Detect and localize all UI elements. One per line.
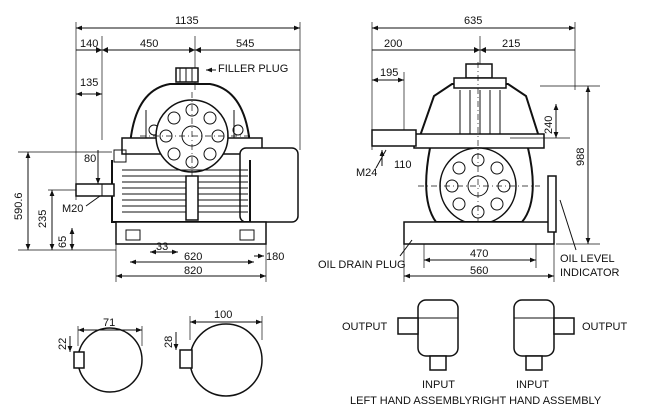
dim-180: 180 [266,251,284,263]
dim-195: 195 [380,67,398,79]
dim-240: 240 [543,116,555,134]
dim-560: 560 [470,265,488,277]
lh-output-label: OUTPUT [342,321,388,333]
dim-200: 200 [384,38,402,50]
dim-m20: M20 [62,203,83,215]
dim-110: 110 [394,159,412,171]
lh-input-label: INPUT [422,379,455,391]
dim-65: 65 [57,236,69,248]
oil-level-label-2: INDICATOR [560,267,620,279]
dim-m24: M24 [356,167,377,179]
dim-988: 988 [575,148,587,166]
dim-135: 135 [80,77,98,89]
dim-33: 33 [156,241,168,253]
front-view: 1135 140 450 545 135 FILLER PLUG [13,15,301,282]
lh-assembly-title: LEFT HAND ASSEMBLY [350,395,473,407]
dim-590-6: 590.6 [13,192,25,220]
dim-140: 140 [80,38,98,50]
dim-215: 215 [502,38,520,50]
dim-22: 22 [57,338,69,350]
dim-470: 470 [470,248,488,260]
dim-100: 100 [214,309,232,321]
oil-drain-plug-label: OIL DRAIN PLUG [318,259,406,271]
rh-input-label: INPUT [516,379,549,391]
rh-output-label: OUTPUT [582,321,628,333]
left-hand-assembly: OUTPUT INPUT LEFT HAND ASSEMBLY [342,299,473,407]
dim-28: 28 [163,336,175,348]
side-view: 635 200 215 195 [318,15,620,282]
dim-620: 620 [184,251,202,263]
dim-80: 80 [84,153,96,165]
shaft-detail-left: 71 22 [57,317,143,393]
oil-level-label-1: OIL LEVEL [560,253,615,265]
dim-1135: 1135 [175,15,199,27]
filler-plug-label: FILLER PLUG [218,63,288,75]
right-hand-assembly: OUTPUT INPUT RIGHT HAND ASSEMBLY [472,299,628,407]
dim-545: 545 [236,38,254,50]
dim-235: 235 [37,210,49,228]
rh-assembly-title: RIGHT HAND ASSEMBLY [472,395,602,407]
dim-450: 450 [140,38,158,50]
dim-635: 635 [464,15,482,27]
dim-71: 71 [103,317,115,329]
dim-820: 820 [184,265,202,277]
shaft-detail-right: 100 28 [163,309,263,397]
